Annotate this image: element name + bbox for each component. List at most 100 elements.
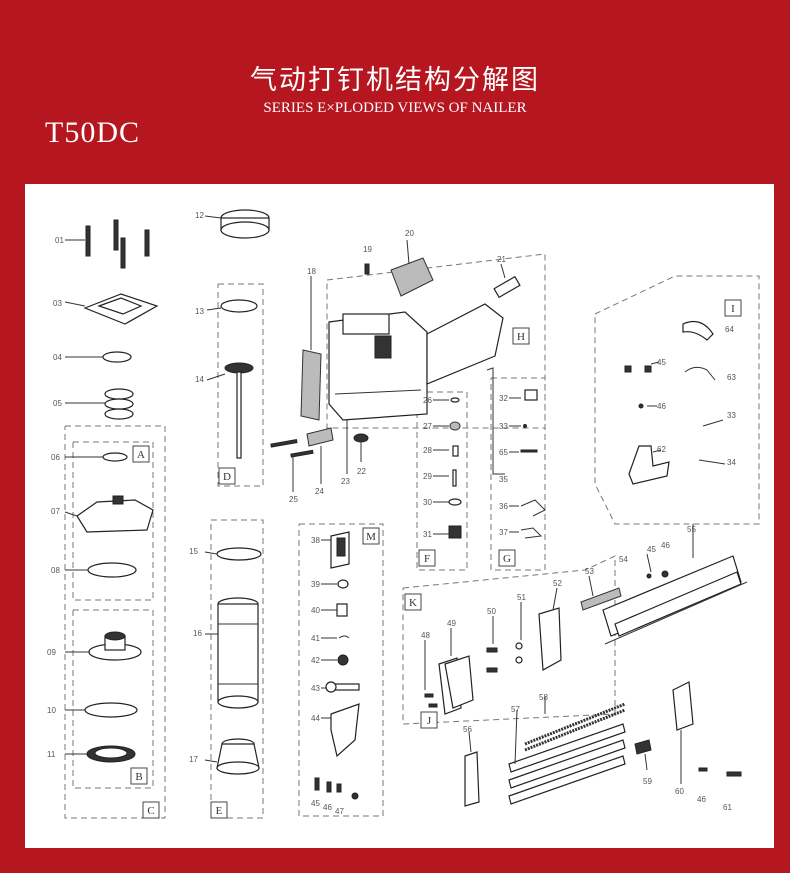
part-17-bumper <box>204 738 260 775</box>
label-49: 49 <box>447 619 456 628</box>
group-outlines <box>64 253 760 819</box>
label-06: 06 <box>51 453 60 462</box>
label-59: 59 <box>643 777 652 786</box>
group-label-i: I <box>731 303 735 315</box>
label-14: 14 <box>195 375 204 384</box>
label-47: 47 <box>335 807 344 816</box>
part-06-ring <box>65 452 128 462</box>
label-56: 56 <box>463 725 472 734</box>
group-k-parts <box>424 575 622 715</box>
group-label-f: F <box>424 553 430 565</box>
label-36: 36 <box>499 502 508 511</box>
label-34: 34 <box>727 458 736 467</box>
label-33b: 33 <box>727 411 736 420</box>
label-58: 58 <box>539 693 548 702</box>
label-22: 22 <box>357 467 366 476</box>
part-24-plate <box>306 427 334 484</box>
label-53: 53 <box>585 567 594 576</box>
label-25: 25 <box>289 495 298 504</box>
label-39: 39 <box>311 580 320 589</box>
label-07: 07 <box>51 507 60 516</box>
label-63: 63 <box>727 373 736 382</box>
title-english: SERIES E×PLODED VIEWS OF NAILER <box>263 100 527 116</box>
label-37: 37 <box>499 528 508 537</box>
label-38: 38 <box>311 536 320 545</box>
part-13-oring <box>206 299 258 313</box>
label-45c: 45 <box>647 545 656 554</box>
part-10-oring <box>65 702 138 718</box>
part-09-piston-head <box>65 631 142 661</box>
part-16-cylinder <box>205 597 259 709</box>
label-35: 35 <box>499 475 508 484</box>
label-60: 60 <box>675 787 684 796</box>
label-54: 54 <box>619 555 628 564</box>
group-label-e: E <box>216 805 223 817</box>
label-28: 28 <box>423 446 432 455</box>
label-26: 26 <box>423 396 432 405</box>
part-01-screws <box>65 219 150 269</box>
exploded-diagram-panel: A B C D E F G H I J K M <box>25 184 774 848</box>
label-52: 52 <box>553 579 562 588</box>
label-29: 29 <box>423 472 432 481</box>
part-number-labels: 01 03 04 05 06 07 08 09 10 11 12 13 14 1… <box>47 211 736 816</box>
label-41: 41 <box>311 634 320 643</box>
label-57: 57 <box>511 705 520 714</box>
part-05-spring <box>65 388 134 420</box>
label-05: 05 <box>53 399 62 408</box>
part-21-fitting <box>493 263 521 299</box>
label-19: 19 <box>363 245 372 254</box>
label-04: 04 <box>53 353 62 362</box>
part-03-cap <box>64 293 159 325</box>
part-19-pin <box>364 263 370 275</box>
label-12: 12 <box>195 211 204 220</box>
label-50: 50 <box>487 607 496 616</box>
group-label-d: D <box>223 471 231 483</box>
label-09: 09 <box>47 648 56 657</box>
part-08-oring <box>65 562 137 578</box>
group-label-h: H <box>517 331 525 343</box>
title-chinese: 气动打钉机结构分解图 <box>250 65 540 96</box>
label-64: 64 <box>725 325 734 334</box>
label-62: 62 <box>657 445 666 454</box>
label-01: 01 <box>55 236 64 245</box>
label-08: 08 <box>51 566 60 575</box>
part-07-valve <box>64 495 154 533</box>
part-04-disc <box>65 351 132 363</box>
part-14-driver <box>206 362 254 459</box>
label-32: 32 <box>499 394 508 403</box>
label-18: 18 <box>307 267 316 276</box>
label-15: 15 <box>189 547 198 556</box>
label-46c: 46 <box>697 795 706 804</box>
label-65: 65 <box>499 448 508 457</box>
label-16: 16 <box>193 629 202 638</box>
label-10: 10 <box>47 706 56 715</box>
label-13: 13 <box>195 307 204 316</box>
group-label-g: G <box>503 553 511 565</box>
part-12-cap <box>204 209 270 239</box>
model-number: T50DC <box>45 116 140 149</box>
part-15-oring <box>204 547 262 561</box>
label-46d: 46 <box>661 541 670 550</box>
label-42: 42 <box>311 656 320 665</box>
group-label-j: J <box>427 715 432 727</box>
label-27: 27 <box>423 422 432 431</box>
label-46b: 46 <box>657 402 666 411</box>
label-11: 11 <box>47 750 56 759</box>
group-labels: A B C D E F G H I J K M <box>130 299 742 819</box>
label-03: 03 <box>53 299 62 308</box>
label-24: 24 <box>315 487 324 496</box>
part-11-seal <box>65 745 136 763</box>
label-21: 21 <box>497 255 506 264</box>
group-g-parts <box>486 367 546 539</box>
part-22-cup <box>353 433 369 462</box>
part-60-pusher <box>672 681 742 784</box>
exploded-diagram: A B C D E F G H I J K M <box>47 209 760 819</box>
label-31: 31 <box>423 530 432 539</box>
label-45b: 45 <box>657 358 666 367</box>
label-17: 17 <box>189 755 198 764</box>
group-m-parts <box>314 531 360 800</box>
group-f-parts <box>433 397 462 539</box>
label-40: 40 <box>311 606 320 615</box>
group-label-b: B <box>135 771 142 783</box>
rails <box>464 696 652 807</box>
